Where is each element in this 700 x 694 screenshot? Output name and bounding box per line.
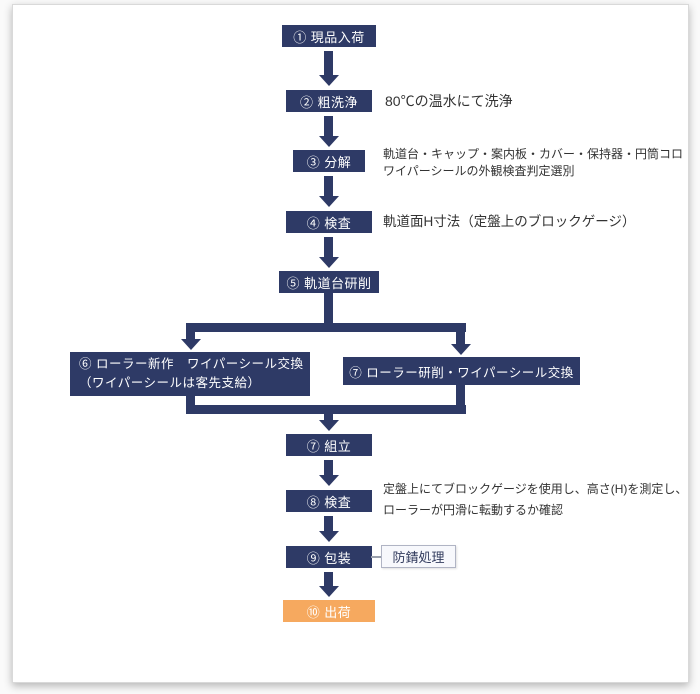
arrow-inspection2-to-packaging — [318, 516, 339, 542]
note-rough-wash: 80℃の温水にて洗浄 — [385, 93, 513, 109]
arrow-split-to-roller-regrind — [450, 332, 471, 355]
arrow-inspection1-to-grinding — [318, 237, 339, 268]
note-inspection1: 軌道面H寸法（定盤上のブロックゲージ） — [383, 214, 636, 229]
flow-node-inspection1: ④ 検査 — [286, 211, 372, 233]
flow-node-packaging: ⑨ 包装 — [286, 546, 372, 568]
flow-node-rough-wash: ② 粗洗浄 — [286, 90, 372, 112]
rust-prevention-box: 防錆処理 — [381, 545, 456, 568]
note-inspection2: 定盤上にてブロックゲージを使用し、高さ(H)を測定し、 ローラーが円滑に転動する… — [383, 479, 687, 521]
flow-node-receive: ① 現品入荷 — [282, 25, 376, 47]
panel-background — [12, 4, 689, 683]
flow-node-disassembly: ③ 分解 — [293, 150, 365, 172]
roller-new-line2: （ワイパーシールは客先支給） — [79, 376, 261, 390]
arrow-assembly-to-inspection2 — [318, 460, 339, 486]
flow-node-shipping: ⑩ 出荷 — [283, 600, 375, 622]
flow-node-assembly: ⑦ 組立 — [286, 434, 372, 456]
arrow-join-to-assembly — [318, 414, 339, 431]
arrow-split-to-roller-new — [180, 332, 201, 350]
note-inspection2-line1: 定盤上にてブロックゲージを使用し、高さ(H)を測定し、 — [383, 482, 688, 496]
note-inspection2-line2: ローラーが円滑に転動するか確認 — [383, 503, 564, 517]
branch-split-stem — [324, 293, 333, 324]
flow-node-roller-regrind: ⑦ ローラー研削・ワイパーシール交換 — [343, 357, 580, 385]
arrow-receive-to-wash — [318, 51, 339, 86]
branch-join-left-stem — [186, 396, 195, 406]
packaging-rust-connector — [371, 556, 381, 558]
note-disassembly: 軌道台・キャップ・案内板・カバー・保持器・円筒コロ ワイパーシールの外観検査判定… — [383, 146, 683, 180]
branch-split-bar — [186, 323, 466, 332]
note-disassembly-line1: 軌道台・キャップ・案内板・カバー・保持器・円筒コロ — [383, 147, 684, 161]
flow-node-inspection2: ⑧ 検査 — [286, 490, 372, 512]
flow-node-roller-new: ⑥ ローラー新作 ワイパーシール交換 （ワイパーシールは客先支給） — [70, 352, 310, 396]
arrow-packaging-to-shipping — [318, 572, 339, 597]
arrow-wash-to-disassembly — [318, 116, 339, 147]
branch-join-right-stem — [456, 385, 465, 406]
arrow-disassembly-to-inspection1 — [318, 176, 339, 207]
flow-node-rail-grinding: ⑤ 軌道台研削 — [279, 271, 379, 293]
roller-new-line1: ⑥ ローラー新作 ワイパーシール交換 — [79, 357, 304, 371]
branch-join-bar — [186, 405, 466, 414]
note-disassembly-line2: ワイパーシールの外観検査判定選別 — [383, 164, 575, 178]
